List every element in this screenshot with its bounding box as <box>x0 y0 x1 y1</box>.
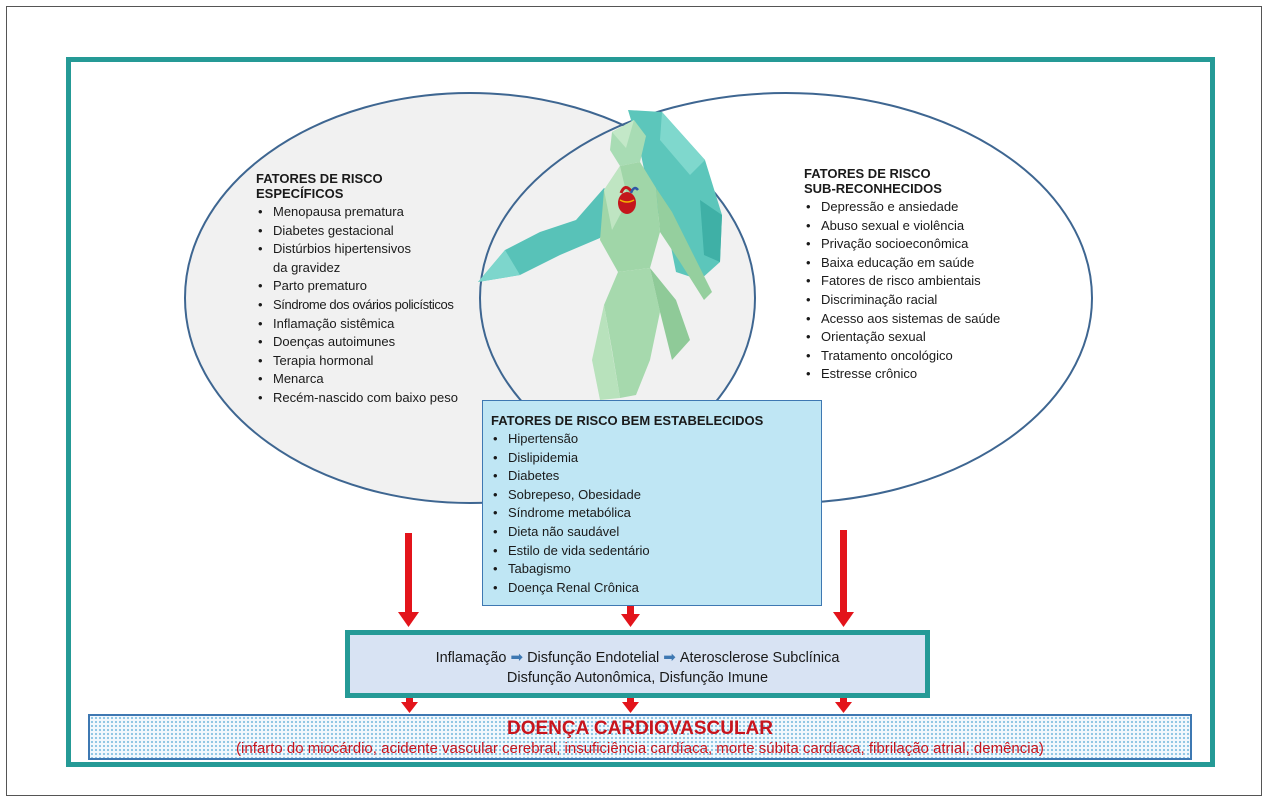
mechanism-line2: Disfunção Autonômica, Disfunção Imune <box>506 670 769 686</box>
specific-list: Menopausa prematura Diabetes gestacional… <box>256 203 496 408</box>
mechanisms-box: Inflamação➡Disfunção Endotelial➡Ateroscl… <box>345 630 930 698</box>
list-item: Privação socioeconômica <box>804 235 1064 254</box>
cvd-title: DOENÇA CARDIOVASCULAR <box>507 718 773 739</box>
well-established-heading: FATORES DE RISCO BEM ESTABELECIDOS <box>491 413 764 428</box>
list-item: Abuso sexual e violência <box>804 217 1064 236</box>
list-item: Dieta não saudável <box>491 523 821 542</box>
list-item: Recém-nascido com baixo peso <box>256 389 496 408</box>
list-item: Hipertensão <box>491 430 821 449</box>
specific-risk-factors: FATORES DE RISCO ESPECÍFICOS Menopausa p… <box>256 171 496 408</box>
woman-figure-illustration <box>478 110 722 400</box>
list-item: Dislipidemia <box>491 449 821 468</box>
list-item: Diabetes gestacional <box>256 222 496 241</box>
list-item: Tratamento oncológico <box>804 347 1064 366</box>
list-item: Doença Renal Crônica <box>491 579 821 598</box>
list-item: Distúrbios hipertensivos da gravidez <box>256 240 496 277</box>
list-item: Estresse crônico <box>804 365 1064 384</box>
flow-arrows <box>398 530 854 713</box>
mechanism-endothelial: Disfunção Endotelial <box>527 650 660 666</box>
list-item: Sobrepeso, Obesidade <box>491 486 821 505</box>
list-item: Acesso aos sistemas de saúde <box>804 310 1064 329</box>
arrow-right-icon: ➡ <box>510 649 524 666</box>
list-item: Discriminação racial <box>804 291 1064 310</box>
cardiovascular-disease-box: DOENÇA CARDIOVASCULAR (infarto do miocár… <box>88 714 1192 760</box>
specific-heading-line1: FATORES DE RISCO <box>256 171 383 186</box>
list-item: Baixa educação em saúde <box>804 254 1064 273</box>
list-item: Terapia hormonal <box>256 352 496 371</box>
mechanism-atherosclerosis: Aterosclerose Subclínica <box>679 650 840 666</box>
list-item: Tabagismo <box>491 560 821 579</box>
diagram-frame <box>66 57 1215 767</box>
list-item: Síndrome metabólica <box>491 504 821 523</box>
under-recognized-risk-factors: FATORES DE RISCO SUB-RECONHECIDOS Depres… <box>804 166 1064 384</box>
arrow-right-icon: ➡ <box>663 649 676 666</box>
list-item: Depressão e ansiedade <box>804 198 1064 217</box>
list-item: Fatores de risco ambientais <box>804 272 1064 291</box>
under-recognized-heading-line2: SUB-RECONHECIDOS <box>804 181 942 196</box>
list-item: Menopausa prematura <box>256 203 496 222</box>
under-recognized-list: Depressão e ansiedade Abuso sexual e vio… <box>804 198 1064 384</box>
mechanism-chain: Inflamação➡Disfunção Endotelial➡Ateroscl… <box>350 648 925 668</box>
list-item: Orientação sexual <box>804 328 1064 347</box>
list-item: Menarca <box>256 370 496 389</box>
mechanism-inflammation: Inflamação <box>435 650 507 666</box>
heart-icon <box>618 192 636 214</box>
list-item: Síndrome dos ovários policísticos <box>256 296 496 315</box>
list-item: Diabetes <box>491 467 821 486</box>
outer-border <box>6 6 1262 796</box>
under-recognized-heading-line1: FATORES DE RISCO <box>804 166 931 181</box>
cvd-subtitle: (infarto do miocárdio, acidente vascular… <box>236 740 1044 757</box>
list-item: Estilo de vida sedentário <box>491 542 821 561</box>
list-item: Parto prematuro <box>256 277 496 296</box>
well-established-risk-box: FATORES DE RISCO BEM ESTABELECIDOS Hiper… <box>482 400 822 606</box>
specific-heading-line2: ESPECÍFICOS <box>256 186 344 201</box>
well-established-list: Hipertensão Dislipidemia Diabetes Sobrep… <box>491 430 821 597</box>
list-item: Inflamação sistêmica <box>256 315 496 334</box>
list-item: Doenças autoimunes <box>256 333 496 352</box>
